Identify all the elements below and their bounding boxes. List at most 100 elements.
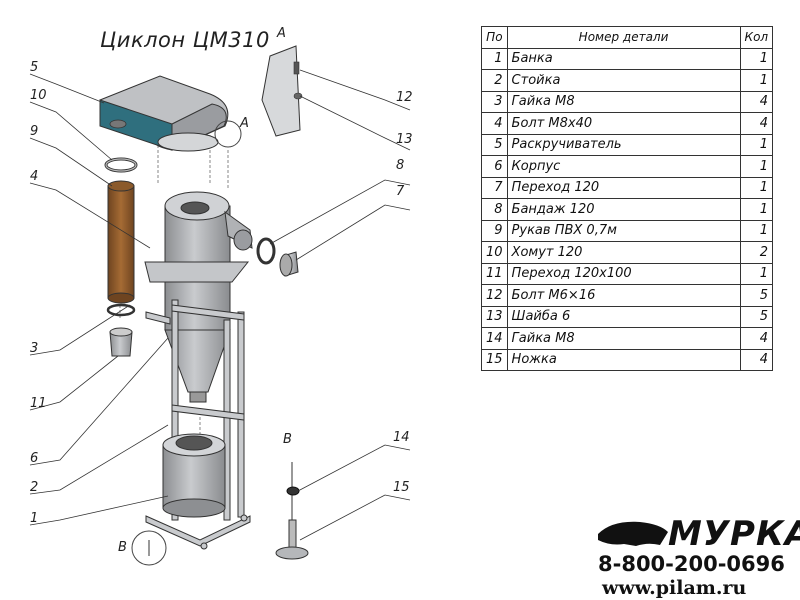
brand-name: МУРКА xyxy=(668,514,800,554)
cell-num: 4 xyxy=(481,112,508,135)
part-11-adapter xyxy=(106,303,136,357)
part-9-hose xyxy=(107,180,135,304)
callout-5: 5 xyxy=(30,60,39,75)
callout-2: 2 xyxy=(30,480,39,495)
view-label-b-detail: В xyxy=(283,432,292,447)
callout-3: 3 xyxy=(30,341,39,356)
table-header-row: По Номер детали Кол xyxy=(481,26,774,49)
cell-name: Банка xyxy=(506,47,741,70)
callout-9: 9 xyxy=(30,124,39,139)
brand-phone: 8-800-200-0696 xyxy=(598,552,785,576)
cell-num: 1 xyxy=(481,47,508,70)
cell-name: Переход 120х100 xyxy=(506,262,741,285)
cell-name: Гайка М8 xyxy=(506,90,741,113)
cell-qty: 2 xyxy=(739,241,774,264)
cell-qty: 4 xyxy=(739,327,774,350)
cell-name: Стойка xyxy=(506,69,741,92)
callout-4: 4 xyxy=(30,169,39,184)
cell-qty: 4 xyxy=(739,112,774,135)
view-label-b-circle: В xyxy=(118,540,127,555)
cell-qty: 1 xyxy=(739,262,774,285)
cell-qty: 1 xyxy=(739,133,774,156)
cell-num: 9 xyxy=(481,219,508,242)
header-num: По xyxy=(481,26,508,49)
cell-num: 8 xyxy=(481,198,508,221)
header-qty: Кол xyxy=(739,26,774,49)
callout-10: 10 xyxy=(30,88,47,103)
cell-name: Переход 120 xyxy=(506,176,741,199)
diagram-title: Циклон ЦМ310 xyxy=(100,28,270,52)
cell-num: 15 xyxy=(481,348,508,371)
cell-num: 7 xyxy=(481,176,508,199)
brand-site[interactable]: www.pilam.ru xyxy=(602,577,747,599)
callout-8: 8 xyxy=(396,158,405,173)
callout-15: 15 xyxy=(393,480,410,495)
cell-name: Раскручиватель xyxy=(506,133,741,156)
cell-name: Ножка xyxy=(506,348,741,371)
callout-1: 1 xyxy=(30,511,39,526)
cell-name: Бандаж 120 xyxy=(506,198,741,221)
detail-b-circle xyxy=(131,530,167,566)
cell-num: 5 xyxy=(481,133,508,156)
cell-num: 14 xyxy=(481,327,508,350)
cell-qty: 1 xyxy=(739,198,774,221)
part-6-cyclone-body xyxy=(144,191,253,403)
cell-num: 2 xyxy=(481,69,508,92)
cell-name: Болт М8х40 xyxy=(506,112,741,135)
cell-num: 13 xyxy=(481,305,508,328)
cell-qty: 4 xyxy=(739,348,774,371)
cell-qty: 5 xyxy=(739,305,774,328)
callout-13: 13 xyxy=(396,132,413,147)
cell-num: 12 xyxy=(481,284,508,307)
callout-14: 14 xyxy=(393,430,410,445)
part-2-stand xyxy=(145,299,251,550)
part-14-nut xyxy=(286,486,300,496)
part-15-foot xyxy=(275,462,309,560)
detail-a-view xyxy=(261,45,303,137)
part-10-clamp xyxy=(104,157,138,173)
callout-12: 12 xyxy=(396,90,413,105)
cell-name: Корпус xyxy=(506,155,741,178)
cell-num: 11 xyxy=(481,262,508,285)
part-7-adapter xyxy=(279,251,299,277)
cell-qty: 1 xyxy=(739,219,774,242)
cell-qty: 1 xyxy=(739,176,774,199)
cell-qty: 1 xyxy=(739,69,774,92)
part-5-swirler xyxy=(99,75,229,152)
cell-qty: 5 xyxy=(739,284,774,307)
cell-name: Шайба 6 xyxy=(506,305,741,328)
panther-logo-icon xyxy=(598,521,668,546)
cell-num: 10 xyxy=(481,241,508,264)
callout-11: 11 xyxy=(30,396,47,411)
part-8-band xyxy=(256,237,276,265)
cell-name: Болт М6×16 xyxy=(506,284,741,307)
cell-qty: 1 xyxy=(739,47,774,70)
callout-6: 6 xyxy=(30,451,39,466)
cell-num: 6 xyxy=(481,155,508,178)
cell-qty: 4 xyxy=(739,90,774,113)
cell-name: Хомут 120 xyxy=(506,241,741,264)
leader-lines xyxy=(29,69,411,541)
view-label-a-top: А xyxy=(277,26,286,41)
callout-7: 7 xyxy=(396,184,405,199)
part-1-can xyxy=(162,433,226,518)
cell-num: 3 xyxy=(481,90,508,113)
cell-name: Гайка М8 xyxy=(506,327,741,350)
cell-qty: 1 xyxy=(739,155,774,178)
